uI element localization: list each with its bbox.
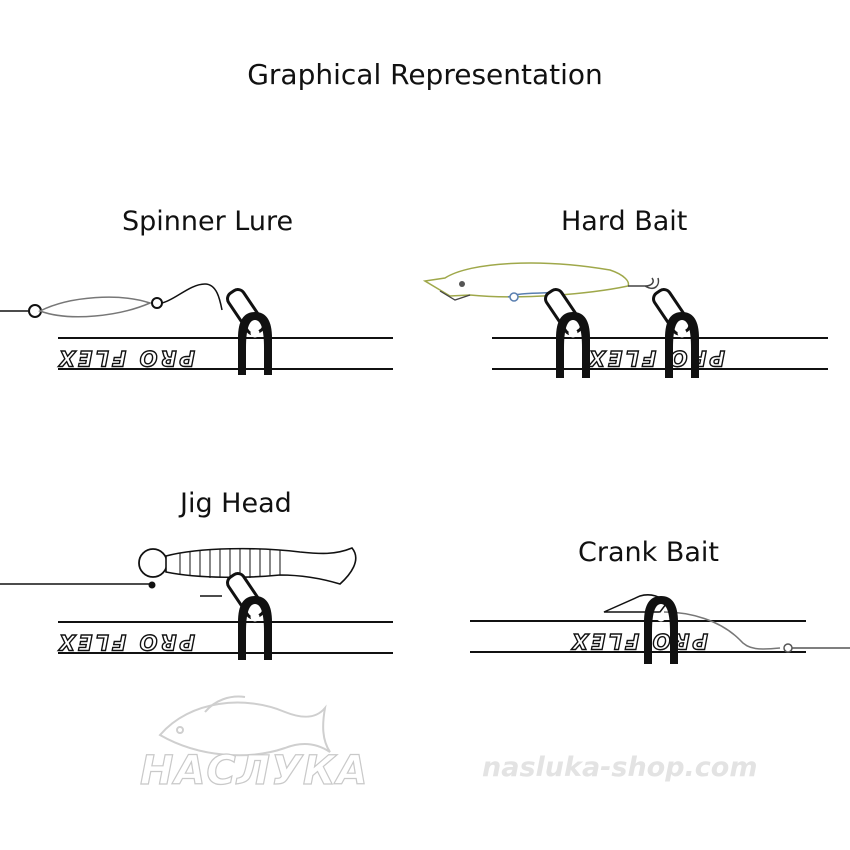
watermark-url-text: nasluka-shop.com [482,752,758,783]
belly-ring-icon [509,292,519,302]
minnow-eye-icon [459,281,465,287]
treble-hook-icon [628,277,660,290]
hard-bait-panel: PRO FLEX [422,262,828,378]
spinner-blade-icon [38,296,153,318]
soft-bait-body-icon [165,547,357,585]
crank-wire-icon [663,611,781,650]
watermark-fish-icon [158,695,331,757]
minnow-lure-body-icon [422,262,630,298]
page-title: Graphical Representation [247,58,603,91]
clip-base-icon [665,312,699,378]
crank-bait-panel: PRO FLEX [470,594,850,664]
rod-brand-text: PRO FLEX [586,346,725,370]
label-jig-head: Jig Head [180,488,292,519]
clip-base-icon [556,312,590,378]
rod-brand-text: PRO FLEX [569,629,708,653]
jig-head-ball-icon [138,548,168,578]
jig-head-panel: PRO FLEX [0,547,393,660]
spinner-lure-panel: PRO FLEX [0,283,393,375]
clip-base-icon [644,596,678,664]
crank-ring-icon [783,643,793,653]
spinner-hook-icon [161,283,223,311]
rod-brand-text: PRO FLEX [56,346,195,370]
rod-brand-text: PRO FLEX [56,630,195,654]
clip-rivet-icon [568,328,578,338]
spinner-ring-icon [151,297,163,309]
clip-base-icon [238,596,272,660]
clip-rivet-icon [250,612,260,622]
label-spinner-lure: Spinner Lure [122,206,294,237]
line-knot-icon [148,581,156,589]
soft-bait-ribs [179,549,281,578]
clip-rivet-icon [677,328,687,338]
label-crank-bait: Crank Bait [578,537,719,568]
clip-base-icon [238,312,272,375]
label-hard-bait: Hard Bait [561,206,688,237]
clip-rivet-icon [656,612,666,622]
minnow-lip-icon [439,290,471,301]
watermark-logo-text: НАСЛУКА [139,747,369,794]
clip-rivet-icon [250,328,260,338]
